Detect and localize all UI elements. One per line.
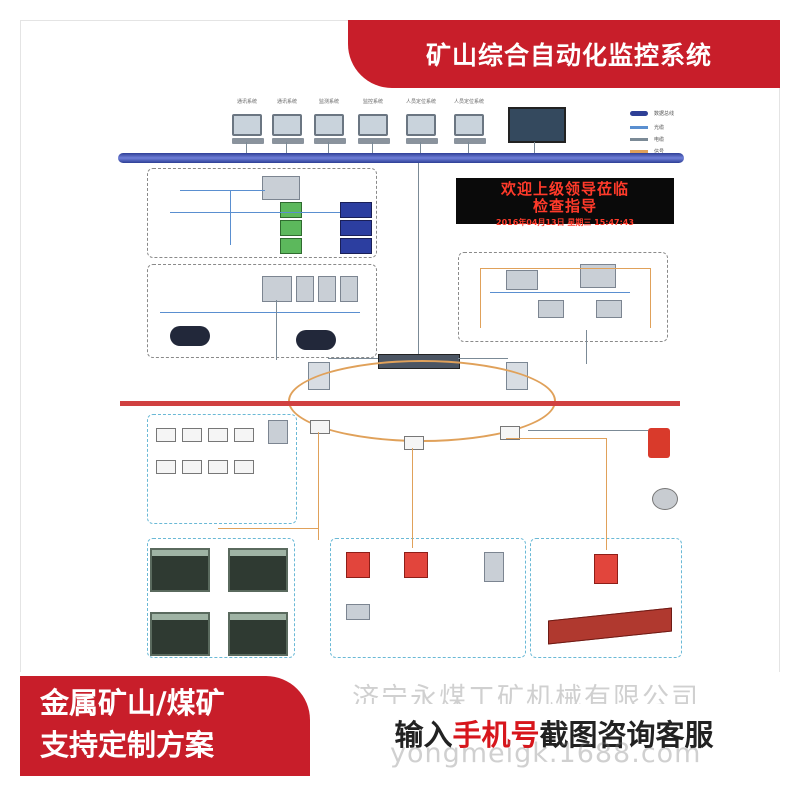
hoist-motor — [170, 326, 210, 346]
sensor-module — [208, 460, 228, 474]
sensor-module — [208, 428, 228, 442]
equipment-unit — [484, 552, 504, 582]
pump-device — [506, 270, 538, 290]
display-panel — [228, 548, 288, 592]
ring-node — [310, 420, 330, 434]
switch-device — [280, 202, 302, 218]
phone-icon — [648, 428, 670, 458]
watermark-url: yongmeigk.1688.com — [390, 738, 701, 769]
motor-unit — [346, 604, 370, 620]
explosion-proof-box — [404, 552, 428, 578]
legend-item: 电缆 — [630, 136, 664, 143]
computer-icon: 通讯系统 — [232, 114, 262, 144]
video-wall-icon — [508, 107, 566, 143]
legend-item: 光缆 — [630, 124, 664, 131]
control-cabinet — [340, 276, 358, 302]
control-cabinet — [262, 276, 292, 302]
computer-icon: 人员定位系统 — [406, 114, 436, 144]
pump-room-box — [458, 252, 668, 342]
legend-item: 数据总线 — [630, 110, 674, 117]
title-banner: 矿山综合自动化监控系统 — [348, 20, 780, 88]
display-panel — [150, 548, 210, 592]
sensor-module — [182, 460, 202, 474]
pump-device — [596, 300, 622, 318]
camera-icon — [652, 488, 678, 510]
ground-divider — [120, 401, 680, 406]
data-bus — [118, 153, 684, 163]
explosion-proof-box — [346, 552, 370, 578]
sensor-module — [156, 428, 176, 442]
page-title: 矿山综合自动化监控系统 — [426, 36, 712, 72]
switch-device — [280, 238, 302, 254]
computer-icon: 人员定位系统 — [454, 114, 484, 144]
footer-left-line2: 支持定制方案 — [40, 724, 310, 766]
display-panel — [150, 612, 210, 656]
led-display: 欢迎上级领导莅临 检查指导 2016年04月13日 星期三 15:47:43 — [456, 178, 674, 224]
substation-module — [268, 420, 288, 444]
sensor-module — [156, 460, 176, 474]
power-device — [340, 238, 372, 254]
hoist-motor — [296, 330, 336, 350]
control-cabinet — [296, 276, 314, 302]
sensor-module — [182, 428, 202, 442]
footer-left-badge: 金属矿山/煤矿 支持定制方案 — [20, 676, 310, 776]
ring-node — [404, 436, 424, 450]
power-device — [340, 202, 372, 218]
display-panel — [228, 612, 288, 656]
pump-device — [538, 300, 564, 318]
power-device — [340, 220, 372, 236]
footer-left-line1: 金属矿山/煤矿 — [40, 682, 310, 724]
explosion-proof-box — [594, 554, 618, 584]
computer-icon: 通讯系统 — [272, 114, 302, 144]
controller-cabinet — [262, 176, 300, 200]
sensor-module — [234, 460, 254, 474]
sensor-module — [234, 428, 254, 442]
control-cabinet — [318, 276, 336, 302]
computer-icon: 监控系统 — [358, 114, 388, 144]
computer-icon: 监测系统 — [314, 114, 344, 144]
switch-device — [280, 220, 302, 236]
